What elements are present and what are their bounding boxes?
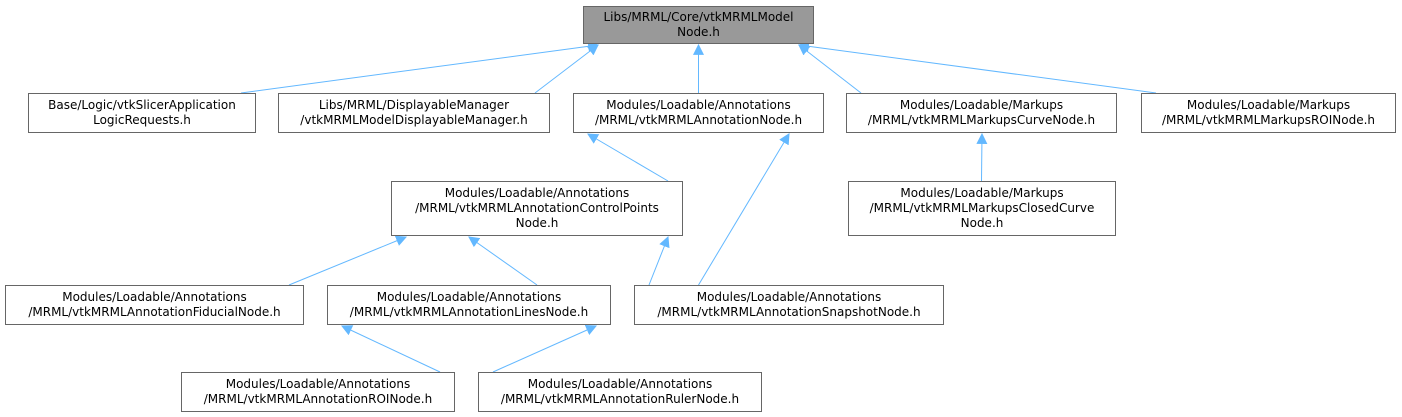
node-label-line: Node.h [960, 216, 1004, 230]
node-markups-closed-curve-node[interactable]: Modules/Loadable/Markups /MRML/vtkMRMLMa… [848, 181, 1116, 236]
edge-annotation_control_points_node-to-annotation_node [587, 133, 669, 182]
node-label-line: /MRML/vtkMRMLMarkupsROINode.h [1161, 113, 1376, 127]
node-label-line: LogicRequests.h [93, 113, 191, 127]
node-label-line: Libs/MRML/DisplayableManager [318, 98, 510, 112]
node-label-line: Node.h [677, 25, 720, 39]
node-label-line: Modules/Loadable/Annotations [376, 290, 562, 304]
node-label-line: /MRML/vtkMRMLAnnotationRulerNode.h [500, 392, 740, 406]
edge-markups_roi_node-to-root [797, 40, 1157, 94]
node-annotation-node[interactable]: Modules/Loadable/Annotations /MRML/vtkMR… [573, 93, 824, 133]
edge-slicer_app_logic-to-root [240, 40, 600, 94]
node-label-line: /MRML/vtkMRMLMarkupsClosedCurve [869, 201, 1095, 215]
node-model-displayable-manager[interactable]: Libs/MRML/DisplayableManager /vtkMRMLMod… [278, 93, 550, 133]
edge-annotation_ruler_node-to-annotation_lines_node [492, 325, 598, 373]
edge-markups_curve_node-to-root [798, 44, 862, 94]
node-label-line: Modules/Loadable/Annotations [444, 186, 630, 200]
edge-annotation_snapshot_node-to-annotation_control_points_node [648, 235, 670, 286]
node-annotation-fiducial-node[interactable]: Modules/Loadable/Annotations /MRML/vtkMR… [5, 285, 304, 325]
node-label-line: Modules/Loadable/Markups [900, 186, 1064, 200]
node-annotation-lines-node[interactable]: Modules/Loadable/Annotations /MRML/vtkMR… [327, 285, 611, 325]
node-vtkmrmlmodelnode-root: Libs/MRML/Core/vtkMRMLModel Node.h [583, 6, 814, 44]
node-markups-curve-node[interactable]: Modules/Loadable/Markups /MRML/vtkMRMLMa… [846, 93, 1117, 133]
node-slicer-application-logic-requests[interactable]: Base/Logic/vtkSlicerApplication LogicReq… [28, 93, 256, 133]
edge-markups_closed_curve_node-to-markups_curve_node [976, 132, 988, 182]
node-annotation-control-points-node[interactable]: Modules/Loadable/Annotations /MRML/vtkMR… [391, 181, 683, 236]
node-label-line: /MRML/vtkMRMLAnnotationLinesNode.h [349, 305, 589, 319]
node-label-line: Modules/Loadable/Annotations [62, 290, 247, 304]
edge-annotation_lines_node-to-annotation_control_points_node [468, 236, 538, 286]
edge-annotation_roi_node-to-annotation_lines_node [341, 325, 441, 373]
node-label-line: Modules/Loadable/Annotations [225, 377, 411, 391]
node-annotation-ruler-node[interactable]: Modules/Loadable/Annotations /MRML/vtkMR… [478, 372, 762, 412]
node-label-line: Modules/Loadable/Annotations [696, 290, 882, 304]
node-label-line: Modules/Loadable/Annotations [527, 377, 713, 391]
node-annotation-roi-node[interactable]: Modules/Loadable/Annotations /MRML/vtkMR… [181, 372, 455, 412]
node-label-line: /MRML/vtkMRMLAnnotationSnapshotNode.h [657, 305, 921, 319]
node-label-line: /MRML/vtkMRMLAnnotationControlPoints [415, 201, 659, 215]
node-label-line: /MRML/vtkMRMLAnnotationROINode.h [203, 392, 433, 406]
edge-annotation_snapshot_node-to-annotation_node [698, 133, 790, 286]
node-label-line: /vtkMRMLModelDisplayableManager.h [300, 113, 528, 127]
node-label-line: Node.h [515, 216, 559, 230]
node-label-line: /MRML/vtkMRMLAnnotationFiducialNode.h [28, 305, 281, 319]
node-label-line: /MRML/vtkMRMLAnnotationNode.h [594, 113, 803, 127]
node-annotation-snapshot-node[interactable]: Modules/Loadable/Annotations /MRML/vtkMR… [634, 285, 944, 325]
node-label-line: Libs/MRML/Core/vtkMRMLModel [603, 10, 794, 24]
edge-model_displayable_manager-to-root [534, 44, 599, 94]
node-label-line: /MRML/vtkMRMLMarkupsCurveNode.h [867, 113, 1096, 127]
node-markups-roi-node[interactable]: Modules/Loadable/Markups /MRML/vtkMRMLMa… [1141, 93, 1396, 133]
node-label-line: Base/Logic/vtkSlicerApplication [48, 98, 236, 112]
node-label-line: Modules/Loadable/Annotations [606, 98, 791, 112]
node-label-line: Modules/Loadable/Markups [899, 98, 1064, 112]
node-label-line: Modules/Loadable/Markups [1186, 98, 1351, 112]
edge-annotation_fiducial_node-to-annotation_control_points_node [288, 235, 408, 286]
